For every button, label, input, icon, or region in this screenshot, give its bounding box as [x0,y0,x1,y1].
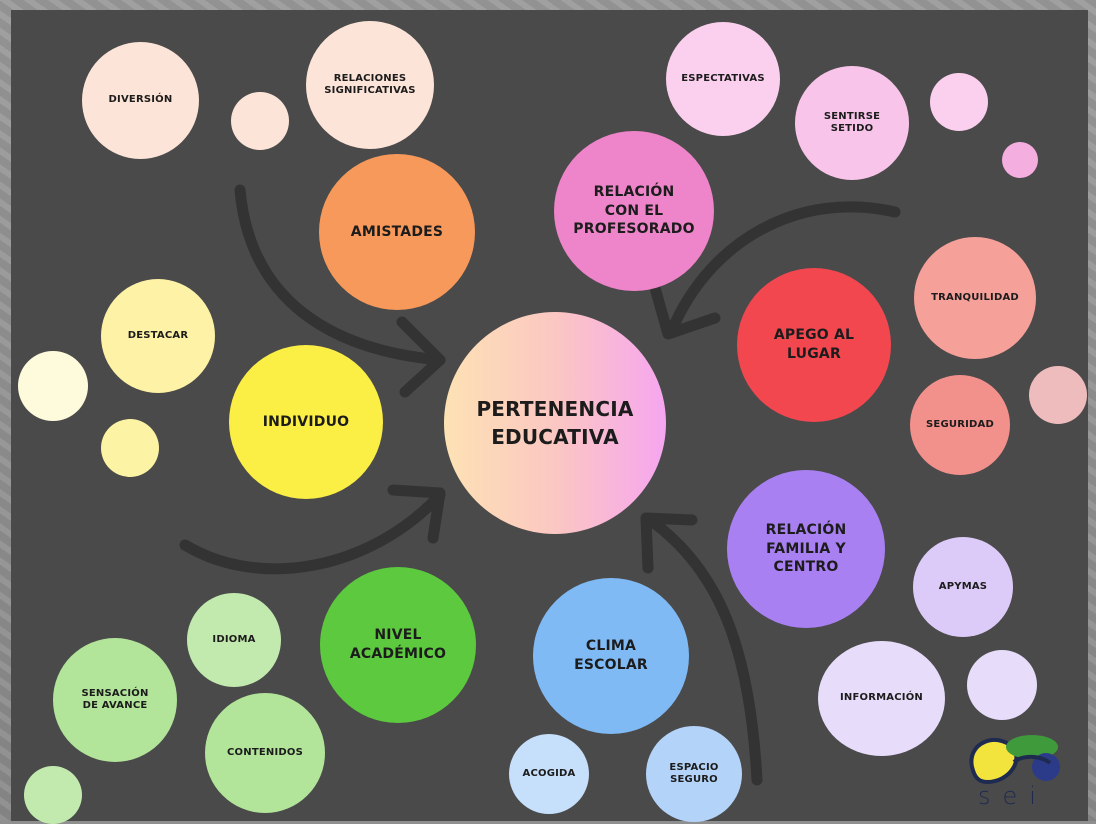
subitem-seguridad: SEGURIDAD [910,375,1010,475]
center-bubble: PERTENENCIA EDUCATIVA [444,312,666,534]
arrow-bottom-right-head [640,512,698,574]
arrow-top-right [666,201,901,336]
decor-dot-cream-small [101,419,159,477]
decor-dot-rose [1029,366,1087,424]
subitem-espectativas: ESPECTATIVAS [666,22,780,136]
arrow-bottom-right [644,514,763,786]
decor-dot-green [24,766,82,824]
sei-logo-text: sei [978,782,1048,810]
subitem-sensacion-avance: SENSACIÓN DE AVANCE [53,638,177,762]
subitem-contenidos: CONTENIDOS [205,693,325,813]
subitem-idioma: IDIOMA [187,593,281,687]
arrow-top-left-head [396,316,446,398]
decor-dot-pink-small [1002,142,1038,178]
category-individuo: INDIVIDUO [229,345,383,499]
subitem-relaciones-significativas: RELACIONES SIGNIFICATIVAS [306,21,434,149]
subitem-acogida: ACOGIDA [509,734,589,814]
decor-dot-pink-large [930,73,988,131]
arrow-bottom-left [179,489,446,575]
subitem-informacion: INFORMACIÓN [818,641,945,756]
subitem-destacar: DESTACAR [101,279,215,393]
category-apego-lugar: APEGO AL LUGAR [737,268,891,422]
sei-logo [969,735,1060,785]
subitem-apymas: APYMAS [913,537,1013,637]
arrow-top-right-head [649,282,721,340]
subitem-espacio-seguro: ESPACIO SEGURO [646,726,742,822]
decor-dot-cream-large [18,351,88,421]
arrow-top-left [234,184,446,366]
category-amistades: AMISTADES [319,154,475,310]
category-relacion-familia: RELACIÓN FAMILIA Y CENTRO [727,470,885,628]
arrow-bottom-left-head [387,484,446,544]
subitem-sentirse-setido: SENTIRSE SETIDO [795,66,909,180]
subitem-tranquilidad: TRANQUILIDAD [914,237,1036,359]
decor-dot-peach [231,92,289,150]
category-relacion-profesorado: RELACIÓN CON EL PROFESORADO [554,131,714,291]
category-nivel-academico: NIVEL ACADÉMICO [320,567,476,723]
decor-dot-lavender [967,650,1037,720]
subitem-diversion: DIVERSIÓN [82,42,199,159]
category-clima-escolar: CLIMA ESCOLAR [533,578,689,734]
